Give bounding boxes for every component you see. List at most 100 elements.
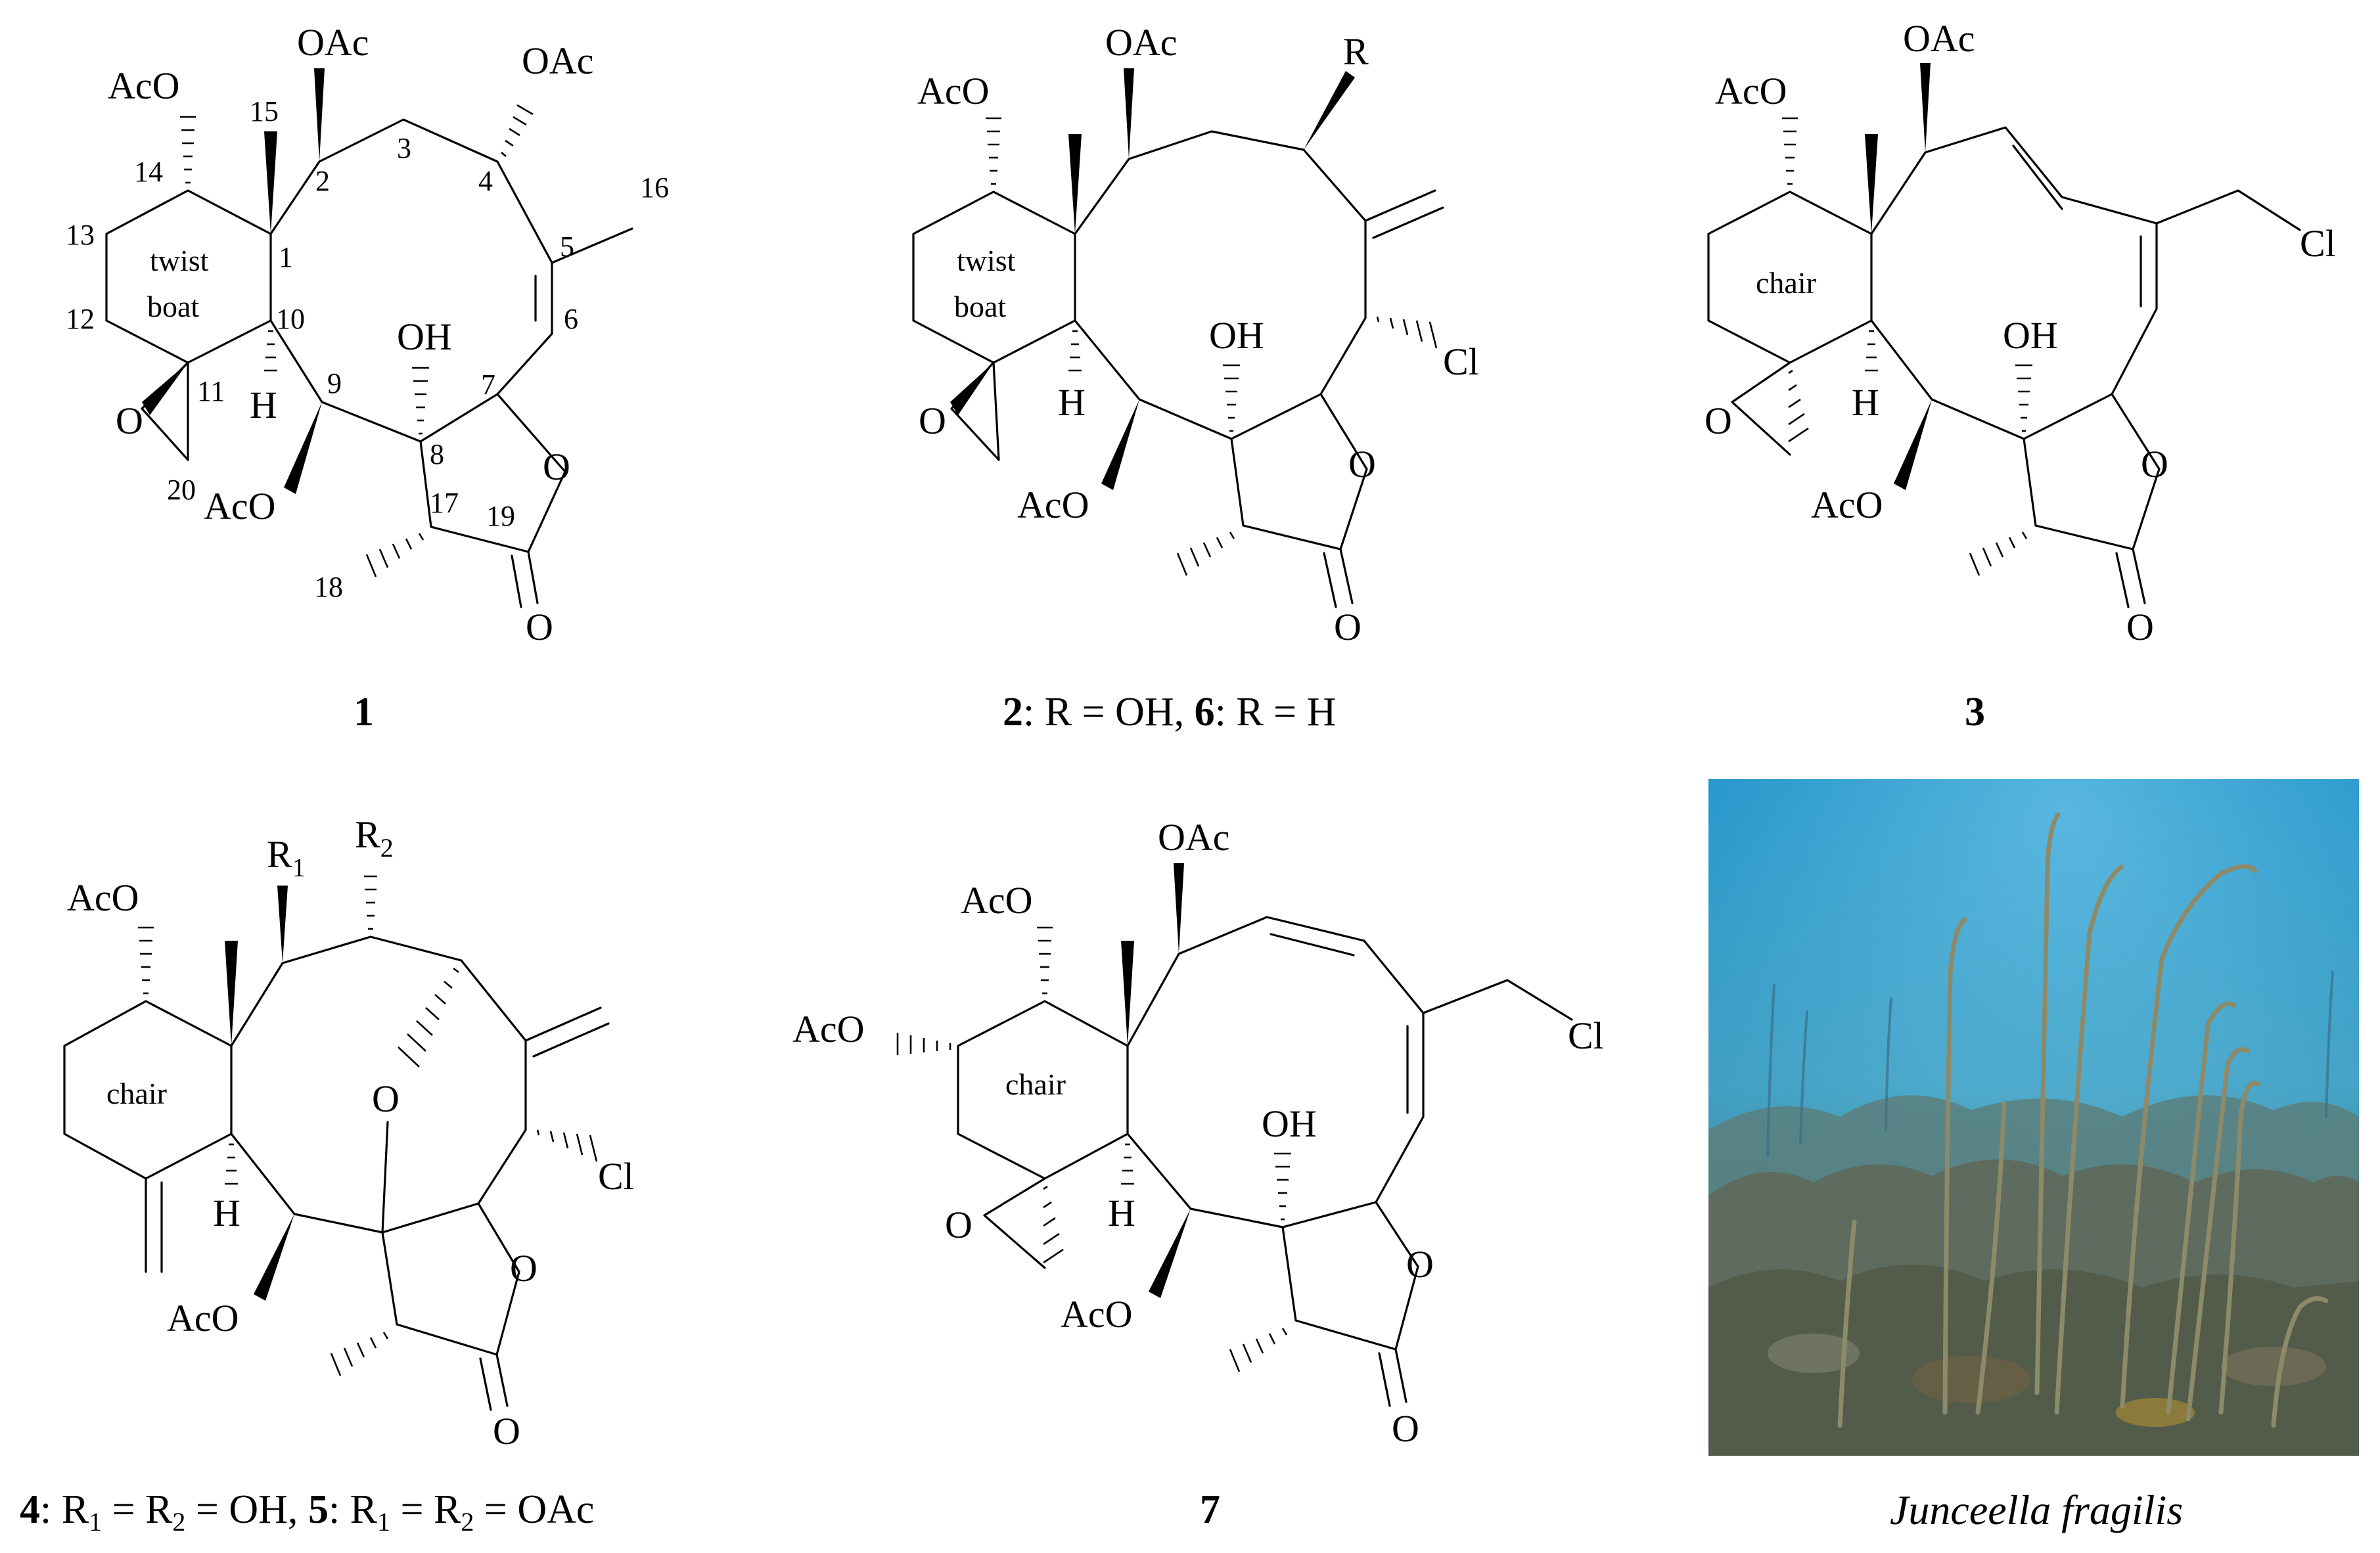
- caption-compound-number: 2: [1003, 690, 1023, 734]
- caption-subscript: 2: [172, 1507, 185, 1537]
- compound-4-exo-methylene-c5: [524, 1006, 610, 1058]
- compound-4-r1-subscript: 1: [292, 853, 306, 882]
- compound-4-r2-label: R2: [355, 813, 394, 863]
- compound-4-ring-label-chair: chair: [106, 1077, 167, 1110]
- compound-3-epoxide: [1731, 361, 1791, 456]
- compound-1-c10-hydrogen-label: H: [250, 384, 277, 426]
- compound-3-c10-h-hash: [1865, 330, 1878, 372]
- compound-3-structure: AcO OAc Cl OH AcO H O O O chair 3: [1705, 17, 2336, 734]
- compound-4-bridge-oxygen: O: [372, 1077, 400, 1120]
- compound-2-carbonyl: [1323, 548, 1354, 608]
- compound-1-atom-number: 4: [478, 165, 493, 197]
- compound-3-chlorine-label: Cl: [2300, 222, 2336, 265]
- compound-1-atom-number: 16: [640, 171, 669, 204]
- compound-1-c19-carbonyl: [511, 551, 539, 608]
- compound-1-atom-number: 14: [134, 156, 163, 188]
- compound-2-c14-oac-hash: [986, 117, 1001, 185]
- photo-coral-mound: [2116, 1398, 2195, 1427]
- compound-7-chlorine-label: Cl: [1568, 1014, 1604, 1057]
- compound-3-c10-hydrogen-label: H: [1852, 381, 1879, 424]
- compound-3-c8-oh-hash: [2015, 364, 2032, 432]
- compound-1-atom-number: 18: [314, 571, 343, 603]
- compound-1-c14-oac-hash: [180, 116, 196, 184]
- compound-2-r-label: R: [1343, 30, 1369, 73]
- compound-1-c9-acetoxy-label: AcO: [204, 485, 276, 528]
- compound-3-lactone: [2023, 393, 2161, 551]
- compound-7-c17-methyl-hash: [1229, 1328, 1288, 1372]
- compound-7-epoxide: [983, 1177, 1046, 1269]
- compound-3-c8-hydroxyl-label: OH: [2003, 314, 2058, 357]
- compound-7-c8-hydroxyl-label: OH: [1262, 1102, 1317, 1145]
- compound-3-epoxide-oxygen: O: [1705, 399, 1732, 442]
- compound-7-c13-acetoxy-label: AcO: [792, 1008, 865, 1050]
- sea-whip: [2218, 1081, 2260, 1415]
- sea-whip: [1837, 1219, 1857, 1428]
- compound-3-chloromethyl: [2155, 189, 2301, 231]
- compound-1-atom-number: 20: [167, 474, 196, 506]
- photo-reef-front: [1708, 1265, 2359, 1456]
- compound-2-c14-acetoxy-label: AcO: [917, 70, 990, 112]
- compound-1-carbonyl-oxygen: O: [526, 606, 553, 648]
- compound-7-structure: AcO AcO OAc Cl OH AcO H O O O chair 7: [792, 816, 1604, 1532]
- sea-whip: [2166, 1001, 2237, 1415]
- compound-7-lactone-oxygen: O: [1406, 1243, 1434, 1286]
- photo-sea-whips: [1837, 812, 2329, 1428]
- compound-2-c1-methyl-wedge: [1068, 134, 1082, 234]
- compound-3-caption: 3: [1965, 690, 1985, 734]
- compound-1-atom-number: 6: [564, 303, 578, 335]
- compound-2-c10-hydrogen-label: H: [1058, 381, 1086, 424]
- distant-whip: [1766, 984, 1775, 1158]
- compound-1-atom-number: 11: [197, 375, 225, 407]
- compound-1-c1-methyl-wedge: [264, 131, 277, 234]
- compound-4-r1-label: R1: [267, 833, 306, 882]
- caption-text: = R: [390, 1487, 461, 1532]
- compound-2-structure: AcO OAc R OH Cl AcO H O O O twist boat 2…: [912, 21, 1479, 734]
- compound-7-c2-oac-wedge: [1174, 863, 1184, 954]
- compound-7-ring-label-chair: chair: [1005, 1068, 1066, 1101]
- compound-2-c6-cl-hash: [1376, 316, 1438, 349]
- compound-1-atom-number: 10: [276, 303, 305, 335]
- compound-4-r2-symbol: R: [355, 813, 380, 856]
- compound-3-c2-acetoxy-label: OAc: [1903, 17, 1975, 60]
- compound-2-c8-hydroxyl-label: OH: [1209, 314, 1264, 357]
- compound-3-c14-oac-hash: [1782, 117, 1798, 185]
- compound-7-caption: 7: [1200, 1487, 1220, 1532]
- compound-7-c1-methyl-wedge: [1121, 941, 1134, 1046]
- compound-1-atom-number: 7: [481, 369, 495, 401]
- compound-2-carbonyl-oxygen: O: [1334, 606, 1362, 648]
- compound-4-bridge-hash: [398, 967, 459, 1068]
- compound-7-c14-acetoxy-label: AcO: [961, 879, 1033, 922]
- compound-4-r2-hash: [364, 875, 377, 930]
- compound-3-c17-methyl-hash: [1969, 531, 2028, 576]
- compound-1-c4-oac-hash: [501, 104, 534, 157]
- compound-7-c3-c4-double: [1270, 933, 1355, 957]
- caption-compound-number: 4: [20, 1487, 40, 1532]
- compound-4-ether-bridge: [381, 1121, 389, 1234]
- compound-1-c8-hydroxyl-label: OH: [397, 315, 452, 358]
- compound-4-c9-oac-wedge: [254, 1214, 294, 1301]
- compound-7-c10-h-hash: [1121, 1143, 1134, 1185]
- compound-4-c17-methyl-hash: [330, 1332, 389, 1376]
- compound-7-c9-acetoxy-label: AcO: [1061, 1293, 1133, 1336]
- compound-2-6-caption: 2: R = OH, 6: R = H: [1003, 690, 1336, 734]
- compound-7-epoxide-oxygen: O: [945, 1204, 973, 1246]
- compound-7-c14-oac-hash: [1037, 926, 1053, 995]
- compound-1-atom-number: 13: [66, 219, 95, 251]
- compound-1-caption: 1: [354, 690, 374, 734]
- caption-text: = R: [102, 1487, 173, 1532]
- compound-4-c9-acetoxy-label: AcO: [167, 1297, 239, 1339]
- caption-text: : R: [329, 1487, 378, 1532]
- compound-1-atom-number: 15: [250, 95, 279, 127]
- sea-whip: [1942, 917, 1967, 1415]
- compound-4-c14-acetoxy-label: AcO: [67, 876, 139, 919]
- sea-whip: [2185, 1047, 2250, 1422]
- compound-1-atom-number: 8: [430, 438, 444, 470]
- compound-1-c2-acetoxy-label: OAc: [297, 21, 369, 64]
- compound-3-c9-acetoxy-label: AcO: [1811, 484, 1883, 526]
- compound-1-c14-acetoxy-label: AcO: [108, 64, 180, 107]
- compound-2-c9-acetoxy-label: AcO: [1017, 484, 1089, 526]
- compound-2-ring-label-boat: boat: [954, 290, 1006, 323]
- compound-2-c2-acetoxy-label: OAc: [1105, 21, 1178, 64]
- compound-4-chlorine-label: Cl: [598, 1155, 634, 1198]
